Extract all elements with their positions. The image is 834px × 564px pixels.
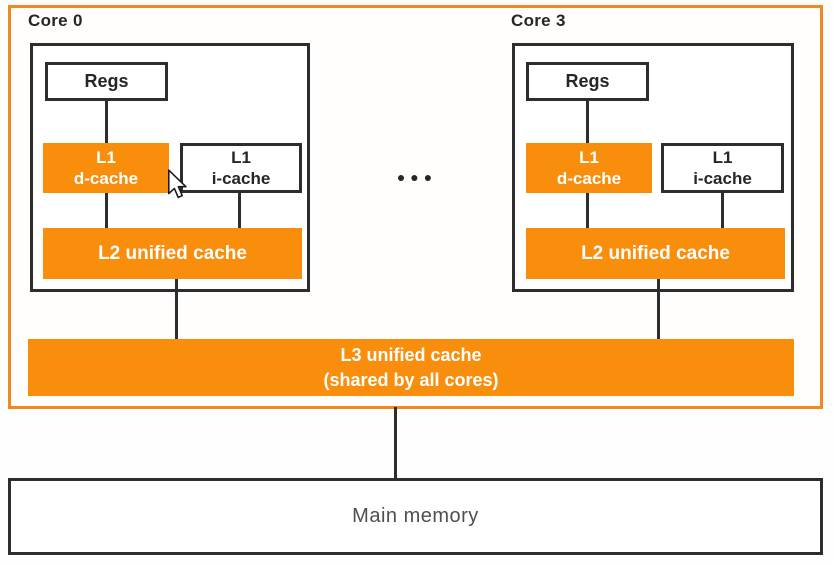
connector-dcache-to-l2 xyxy=(105,193,108,228)
l1-dcache-line2: d-cache xyxy=(556,169,622,188)
regs-label: Regs xyxy=(565,71,610,91)
l3-cache-box: L3 unified cache (shared by all cores) xyxy=(28,339,794,396)
core-0-regs-box: Regs xyxy=(45,62,168,101)
l3-cache-line1: L3 unified cache xyxy=(340,344,482,365)
core-3-regs-box: Regs xyxy=(526,62,649,101)
core-3-l2-cache-box: L2 unified cache xyxy=(526,228,785,279)
main-memory-label: Main memory xyxy=(352,505,479,527)
core-0-label: Core 0 xyxy=(28,11,83,30)
connector-regs-to-dcache xyxy=(105,101,108,143)
l1-dcache-line2: d-cache xyxy=(73,169,139,188)
core-3-l1-icache-box: L1 i-cache xyxy=(661,143,784,193)
l1-icache-line2: i-cache xyxy=(211,169,271,188)
l1-dcache-line1: L1 xyxy=(96,148,116,167)
l1-dcache-line1: L1 xyxy=(579,148,599,167)
l3-cache-line2: (shared by all cores) xyxy=(323,369,499,390)
l1-icache-line1: L1 xyxy=(231,148,251,167)
connector-icache-to-l2 xyxy=(238,193,241,228)
core-0-l2-cache-box: L2 unified cache xyxy=(43,228,302,279)
core-3-label: Core 3 xyxy=(511,11,566,30)
l2-cache-label: L2 unified cache xyxy=(98,242,247,264)
main-memory-box: Main memory xyxy=(8,478,823,555)
core-0-l1-icache-box: L1 i-cache xyxy=(180,143,302,193)
connector-l2-to-l3 xyxy=(175,279,178,339)
core-3-l1-dcache-box: L1 d-cache xyxy=(526,143,652,193)
l2-cache-label: L2 unified cache xyxy=(581,242,730,264)
l1-icache-line1: L1 xyxy=(712,148,733,167)
connector-l2-to-l3 xyxy=(657,279,660,339)
more-cores-ellipsis: ●●● xyxy=(396,169,438,185)
connector-dcache-to-l2 xyxy=(586,193,589,228)
core-0-l1-dcache-box: L1 d-cache xyxy=(43,143,169,193)
connector-l3-to-main-memory xyxy=(394,407,397,479)
regs-label: Regs xyxy=(84,71,129,91)
connector-icache-to-l2 xyxy=(721,193,724,228)
l1-icache-line2: i-cache xyxy=(693,169,752,188)
connector-regs-to-dcache xyxy=(586,101,589,143)
